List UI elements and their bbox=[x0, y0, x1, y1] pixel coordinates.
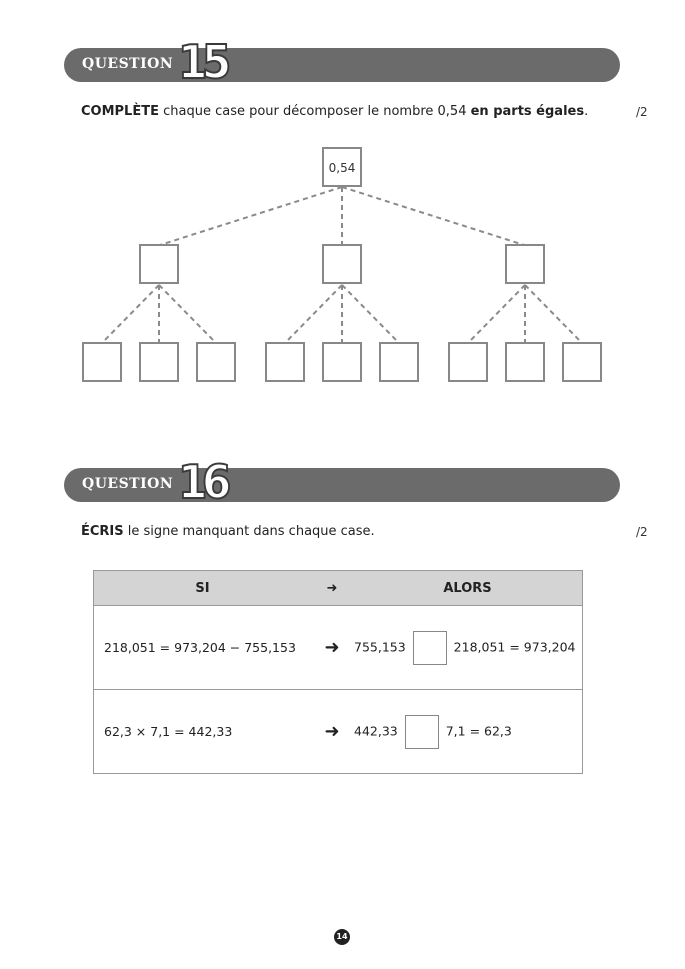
page-number: 14 bbox=[334, 929, 350, 945]
instruction-text: chaque case pour décomposer le nombre 0,… bbox=[158, 104, 471, 119]
decomposition-tree: 0,54 bbox=[82, 147, 602, 382]
level2-box[interactable] bbox=[139, 342, 179, 382]
alors-left-operand: 755,153 bbox=[354, 639, 406, 654]
level1-box[interactable] bbox=[322, 244, 362, 284]
alors-right-part: 218,051 = 973,204 bbox=[453, 639, 576, 654]
q15-instruction: COMPLÈTE chaque case pour décomposer le … bbox=[81, 104, 588, 119]
question-number: 15 bbox=[177, 34, 232, 90]
row-arrow: ➜ bbox=[311, 689, 353, 774]
root-box bbox=[322, 147, 362, 187]
level2-box[interactable] bbox=[562, 342, 602, 382]
missing-sign-box[interactable] bbox=[404, 714, 439, 749]
sign-table: SI ➜ ALORS 218,051 = 973,204 − 755,153 ➜… bbox=[93, 570, 583, 774]
alors-right-part: 7,1 = 62,3 bbox=[445, 723, 512, 738]
question-15-banner: QUESTION 15 bbox=[64, 34, 620, 90]
level2-box[interactable] bbox=[448, 342, 488, 382]
level1-box[interactable] bbox=[505, 244, 545, 284]
instruction-emphasis: en parts égales bbox=[470, 104, 585, 119]
header-arrow: ➜ bbox=[311, 570, 353, 606]
header-alors: ALORS bbox=[353, 570, 583, 606]
level2-box[interactable] bbox=[82, 342, 122, 382]
q16-instruction: ÉCRIS le signe manquant dans chaque case… bbox=[81, 524, 375, 539]
instruction-verb: COMPLÈTE bbox=[81, 104, 159, 119]
question-label: QUESTION bbox=[82, 56, 174, 72]
level2-box[interactable] bbox=[265, 342, 305, 382]
row-si: 218,051 = 973,204 − 755,153 bbox=[93, 605, 311, 690]
instruction-end: . bbox=[584, 104, 589, 119]
level2-box[interactable] bbox=[196, 342, 236, 382]
row-arrow: ➜ bbox=[311, 605, 353, 690]
instruction-text: le signe manquant dans chaque case. bbox=[123, 524, 375, 539]
row-alors: 755,153 218,051 = 973,204 bbox=[353, 605, 583, 690]
instruction-verb: ÉCRIS bbox=[81, 524, 124, 539]
table-row: 218,051 = 973,204 − 755,153 ➜ 755,153 21… bbox=[93, 605, 583, 690]
row-alors: 442,33 7,1 = 62,3 bbox=[353, 689, 583, 774]
header-si: SI bbox=[93, 570, 311, 606]
alors-left-operand: 442,33 bbox=[354, 723, 398, 738]
level2-box[interactable] bbox=[322, 342, 362, 382]
tree-connectors bbox=[101, 186, 583, 344]
question-number: 16 bbox=[177, 454, 232, 510]
table-header: SI ➜ ALORS bbox=[93, 570, 583, 606]
row-si: 62,3 × 7,1 = 442,33 bbox=[93, 689, 311, 774]
level1-box[interactable] bbox=[139, 244, 179, 284]
table-row: 62,3 × 7,1 = 442,33 ➜ 442,33 7,1 = 62,3 bbox=[93, 689, 583, 774]
root-value: 0,54 bbox=[329, 161, 356, 175]
missing-sign-box[interactable] bbox=[412, 630, 447, 665]
question-label: QUESTION bbox=[82, 476, 174, 492]
q15-score: /2 bbox=[636, 105, 648, 119]
level2-box[interactable] bbox=[505, 342, 545, 382]
q16-score: /2 bbox=[636, 525, 648, 539]
level2-box[interactable] bbox=[379, 342, 419, 382]
question-16-banner: QUESTION 16 bbox=[64, 454, 620, 510]
